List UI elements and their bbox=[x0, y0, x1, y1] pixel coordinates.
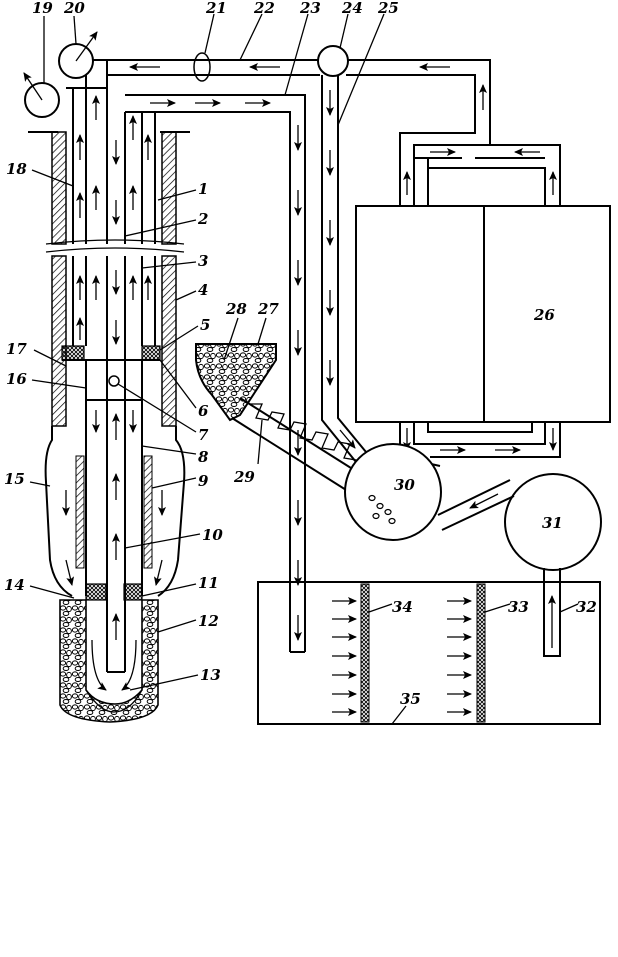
label-8: 8 bbox=[198, 448, 209, 466]
borehole bbox=[28, 60, 190, 722]
label-10: 10 bbox=[202, 526, 223, 544]
filter-34 bbox=[361, 584, 369, 722]
label-14: 14 bbox=[4, 576, 25, 594]
reactor-26 bbox=[356, 206, 610, 466]
label-25: 25 bbox=[377, 0, 399, 17]
drums bbox=[345, 444, 601, 656]
casing-wall-left bbox=[52, 132, 66, 244]
label-32: 32 bbox=[576, 598, 597, 616]
drum-30 bbox=[345, 444, 441, 540]
label-23: 23 bbox=[299, 0, 321, 17]
label-21: 21 bbox=[205, 0, 227, 17]
label-19: 19 bbox=[32, 0, 53, 17]
packer bbox=[62, 346, 84, 360]
label-3: 3 bbox=[198, 252, 208, 270]
valve-21 bbox=[194, 53, 210, 81]
label-1: 1 bbox=[198, 180, 208, 198]
label-18: 18 bbox=[6, 160, 27, 178]
label-7: 7 bbox=[198, 426, 209, 444]
label-9: 9 bbox=[198, 472, 209, 490]
label-11: 11 bbox=[198, 574, 219, 592]
label-34: 34 bbox=[392, 598, 413, 616]
label-22: 22 bbox=[253, 0, 275, 17]
valve bbox=[109, 376, 119, 386]
label-12: 12 bbox=[198, 612, 219, 630]
label-6: 6 bbox=[198, 402, 209, 420]
filter-33 bbox=[477, 584, 485, 722]
label-33: 33 bbox=[508, 598, 529, 616]
label-2: 2 bbox=[197, 210, 208, 228]
label-26: 26 bbox=[533, 306, 555, 324]
label-15: 15 bbox=[4, 470, 25, 488]
label-30: 30 bbox=[394, 476, 415, 494]
label-31: 31 bbox=[542, 514, 563, 532]
label-24: 24 bbox=[341, 0, 363, 17]
label-17: 17 bbox=[6, 340, 27, 358]
label-5: 5 bbox=[200, 316, 210, 334]
label-13: 13 bbox=[200, 666, 221, 684]
label-20: 20 bbox=[63, 0, 85, 17]
label-35: 35 bbox=[400, 690, 421, 708]
hopper-and-screw bbox=[196, 344, 370, 500]
label-4: 4 bbox=[198, 281, 208, 299]
tank-35 bbox=[258, 582, 600, 724]
label-29: 29 bbox=[233, 468, 255, 486]
label-28: 28 bbox=[225, 300, 247, 318]
label-27: 27 bbox=[257, 300, 279, 318]
pump-24 bbox=[318, 46, 348, 76]
label-16: 16 bbox=[6, 370, 27, 388]
